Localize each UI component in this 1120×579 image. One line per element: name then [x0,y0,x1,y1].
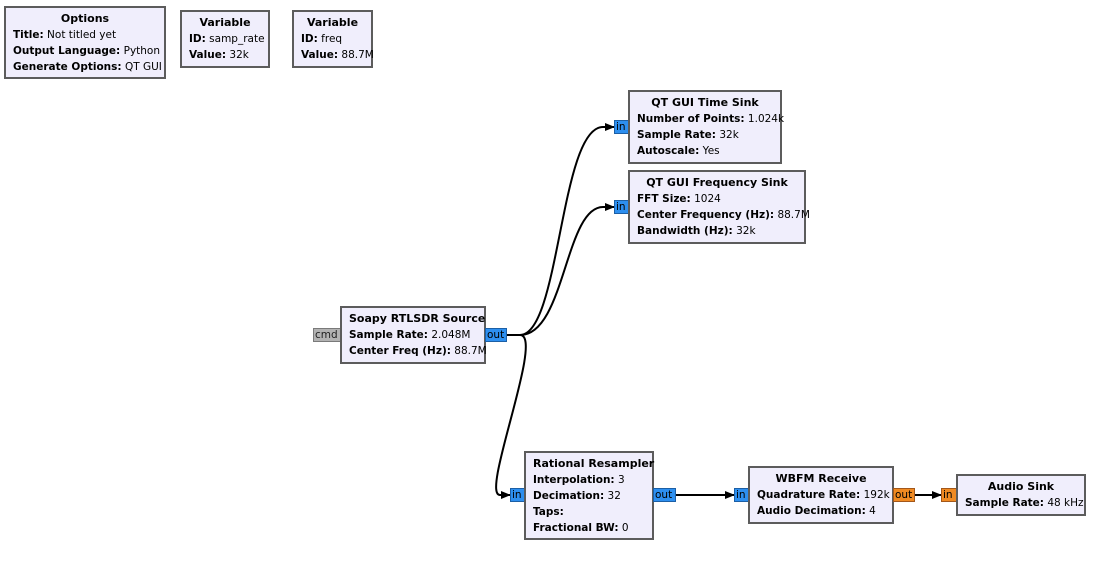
variable-freq-block[interactable]: Variable ID: freq Value: 88.7M [292,10,374,68]
param-value: Value: 88.7M [301,49,374,61]
audio-sink-in-port[interactable]: in [941,488,957,502]
rational-resampler-block[interactable]: Rational Resampler Interpolation: 3 Deci… [524,451,654,540]
param-value: Value: 32k [189,49,249,61]
variable-samp-rate-block[interactable]: Variable ID: samp_rate Value: 32k [180,10,270,68]
soapy-out-port[interactable]: out [485,328,507,342]
block-title: WBFM Receive [775,472,867,485]
block-title: QT GUI Time Sink [651,96,759,109]
soapy-rtlsdr-source-block[interactable]: Soapy RTLSDR Source Sample Rate: 2.048M … [340,306,487,364]
param-id: ID: freq [301,33,343,45]
wbfm-out-port[interactable]: out [893,488,915,502]
param-decimation: Decimation: 32 [533,490,621,502]
param-quadrature-rate: Quadrature Rate: 192k [757,489,890,501]
param-sample-rate: Sample Rate: 48 kHz [965,497,1084,509]
resampler-in-port[interactable]: in [510,488,525,502]
block-title: Variable [199,16,251,29]
param-autoscale: Autoscale: Yes [637,145,720,157]
block-title: Soapy RTLSDR Source [349,312,486,325]
param-title: Title: Not titled yet [13,29,117,41]
qt-gui-time-sink-block[interactable]: QT GUI Time Sink Number of Points: 1.024… [628,90,785,164]
wire-source-to-freq-sink[interactable] [507,203,615,336]
param-center-freq: Center Freq (Hz): 88.7M [349,345,487,357]
block-title: Rational Resampler [533,457,655,470]
block-title: QT GUI Frequency Sink [646,176,788,189]
param-interpolation: Interpolation: 3 [533,474,625,486]
param-output-language: Output Language: Python [13,45,161,57]
block-title: Options [60,12,110,25]
time-sink-in-port[interactable]: in [614,120,629,134]
wire-source-to-time-sink[interactable] [507,123,615,336]
soapy-cmd-port[interactable]: cmd [313,328,341,342]
freq-sink-in-port[interactable]: in [614,200,629,214]
param-audio-decimation: Audio Decimation: 4 [757,505,876,517]
block-title: Variable [306,16,359,29]
param-taps: Taps: [533,506,564,518]
param-bandwidth: Bandwidth (Hz): 32k [637,225,756,237]
param-sample-rate: Sample Rate: 2.048M [349,329,471,341]
wire-source-to-resampler[interactable] [495,334,527,499]
wbfm-receive-block[interactable]: WBFM Receive Quadrature Rate: 192k Audio… [748,466,894,524]
param-fft-size: FFT Size: 1024 [637,193,721,205]
options-block[interactable]: Options Title: Not titled yet Output Lan… [4,6,166,79]
param-fractional-bw: Fractional BW: 0 [533,522,629,534]
param-number-of-points: Number of Points: 1.024k [637,113,785,125]
audio-sink-block[interactable]: Audio Sink Sample Rate: 48 kHz [956,474,1086,516]
param-center-frequency: Center Frequency (Hz): 88.7M [637,209,810,221]
param-sample-rate: Sample Rate: 32k [637,129,739,141]
param-generate-options: Generate Options: QT GUI [13,61,162,73]
block-title: Audio Sink [987,480,1055,493]
resampler-out-port[interactable]: out [653,488,676,502]
qt-gui-frequency-sink-block[interactable]: QT GUI Frequency Sink FFT Size: 1024 Cen… [628,170,810,244]
wbfm-in-port[interactable]: in [734,488,749,502]
param-id: ID: samp_rate [189,33,265,45]
